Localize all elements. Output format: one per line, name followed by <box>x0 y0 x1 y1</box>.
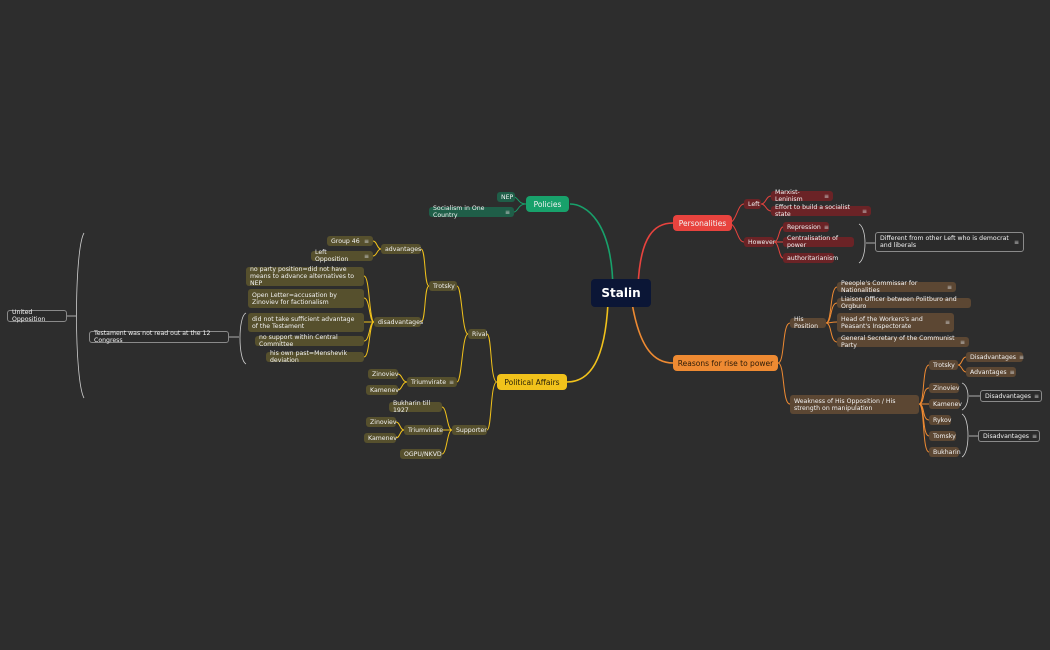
node-label: Disadvantages <box>985 392 1031 400</box>
position-general-secretary[interactable]: General Secretary of the Communist Party… <box>837 335 969 349</box>
reasons-his-position[interactable]: His Position <box>790 316 826 330</box>
disadvantage-open-letter[interactable]: Open Letter=accusation by Zinoviev for f… <box>248 289 364 308</box>
rival-trotsky[interactable]: Trotsky <box>429 281 457 291</box>
note-icon: ≡ <box>363 237 369 245</box>
node-label: Disadvantages <box>983 432 1029 440</box>
node-label: Socialism in One Country <box>433 205 485 219</box>
however-centralisation[interactable]: Centralisation of power <box>783 235 854 249</box>
rtb-disadvantages-summary[interactable]: Disadvantages≡ <box>978 430 1040 442</box>
note-icon: ≡ <box>504 208 510 216</box>
weakness-zinoviev[interactable]: Zinoviev <box>929 383 960 393</box>
node-label: Group 46 <box>331 237 360 245</box>
node-label: Head of the Workers's and Peasant's Insp… <box>841 315 923 330</box>
left-marxist-leninism[interactable]: Marxist-Leninism ≡ <box>771 189 833 203</box>
note-icon: ≡ <box>944 319 950 326</box>
node-label: Triumvirate <box>411 378 447 386</box>
personalities-left[interactable]: Left <box>744 199 761 209</box>
weakness-rykov[interactable]: Rykov <box>929 415 951 425</box>
rival-triumvirate[interactable]: Triumvirate≡ <box>407 377 457 387</box>
disadvantage-no-support[interactable]: no support within Central Committee <box>255 334 364 348</box>
policy-nep[interactable]: NEP <box>497 192 515 202</box>
note-icon: ≡ <box>823 192 829 200</box>
left-effort-socialist-state[interactable]: Effort to build a socialist state ≡ <box>771 204 871 218</box>
disadvantage-testament[interactable]: did not take sufficient advantage of the… <box>248 313 364 332</box>
note-icon: ≡ <box>823 223 829 231</box>
united-opposition-summary[interactable]: United Opposition <box>7 309 67 323</box>
supporter-ogpu-nkvd[interactable]: OGPU/NKVD <box>400 449 442 459</box>
however-authoritarianism[interactable]: authoritarianism <box>783 253 838 263</box>
supporter-bukharin[interactable]: Bukharin till 1927 <box>389 400 442 414</box>
node-label: Marxist-Leninism <box>775 189 803 203</box>
however-summary[interactable]: Different from other Left who is democra… <box>875 232 1024 252</box>
supporter-triumvirate[interactable]: Triumvirate <box>404 425 443 435</box>
political-rival[interactable]: Rival <box>468 329 487 339</box>
node-label: Peeople's Commissar for Nationalities <box>841 280 918 294</box>
node-label: General Secretary of the Communist Party <box>841 335 955 349</box>
reasons-weakness-opposition[interactable]: Weakness of His Opposition / His strengt… <box>790 395 919 414</box>
weakness-trotsky[interactable]: Trotsky <box>929 360 958 370</box>
note-icon: ≡ <box>449 378 455 386</box>
weakness-kamenev[interactable]: Kamenev <box>929 399 962 409</box>
root-node-stalin[interactable]: Stalin <box>591 279 651 307</box>
note-icon: ≡ <box>1013 238 1019 246</box>
testament-summary[interactable]: Testament was not read out at the 12 Con… <box>89 330 229 344</box>
trotsky-advantages-node[interactable]: advantages <box>381 244 421 254</box>
note-icon: ≡ <box>861 207 867 215</box>
weakness-bukharin[interactable]: Bukharin <box>929 447 961 457</box>
trotsky-advantages[interactable]: Advantages≡ <box>966 367 1016 377</box>
node-label: Disadvantages <box>970 353 1016 361</box>
note-icon: ≡ <box>363 252 369 260</box>
advantage-left-opposition[interactable]: Left Opposition ≡ <box>311 249 373 263</box>
note-icon: ≡ <box>1033 392 1040 400</box>
zk-disadvantages-summary[interactable]: Disadvantages≡ <box>980 390 1042 402</box>
node-label: Left Opposition <box>315 249 349 263</box>
node-label: Different from other Left who is democra… <box>880 235 1009 249</box>
political-supporter[interactable]: Supporter <box>452 425 487 435</box>
note-icon: ≡ <box>959 338 965 346</box>
advantage-group-46[interactable]: Group 46≡ <box>327 236 373 246</box>
node-label: Repression <box>787 223 821 231</box>
note-icon: ≡ <box>946 283 952 291</box>
rival-zinoviev[interactable]: Zinoviev <box>368 369 399 379</box>
disadvantage-menshevik-past[interactable]: his own past=Menshevik deviation <box>266 350 364 364</box>
note-icon: ≡ <box>1009 368 1015 376</box>
note-icon: ≡ <box>1018 353 1025 361</box>
branch-policies[interactable]: Policies <box>526 196 569 212</box>
personalities-however[interactable]: However <box>744 237 775 247</box>
weakness-tomsky[interactable]: Tomsky <box>929 431 956 441</box>
policy-socialism-in-one-country[interactable]: Socialism in One Country ≡ <box>429 205 514 219</box>
however-repression[interactable]: Repression≡ <box>783 222 829 232</box>
node-label: Advantages <box>970 368 1007 376</box>
trotsky-disadvantages[interactable]: Disadvantages≡ <box>966 352 1025 362</box>
position-head-inspectorate[interactable]: Head of the Workers's and Peasant's Insp… <box>837 313 954 332</box>
branch-personalities[interactable]: Personalities <box>673 215 732 231</box>
rival-kamenev[interactable]: Kamenev <box>366 385 399 395</box>
position-liaison-officer[interactable]: Liaison Officer between Politburo and Or… <box>837 296 971 310</box>
supporter-zinoviev[interactable]: Zinoviev <box>366 417 397 427</box>
trotsky-disadvantages-node[interactable]: disadvantages <box>374 317 423 327</box>
note-icon: ≡ <box>1031 432 1038 440</box>
branch-reasons-rise-to-power[interactable]: Reasons for rise to power <box>673 355 778 371</box>
position-commissar-nationalities[interactable]: Peeople's Commissar for Nationalities ≡ <box>837 280 956 294</box>
branch-political-affairs[interactable]: Political Affairs <box>497 374 567 390</box>
disadvantage-no-party-position[interactable]: no party position=did not have means to … <box>246 266 364 287</box>
supporter-kamenev[interactable]: Kamenev <box>364 433 397 443</box>
node-label: Effort to build a socialist state <box>775 204 851 218</box>
